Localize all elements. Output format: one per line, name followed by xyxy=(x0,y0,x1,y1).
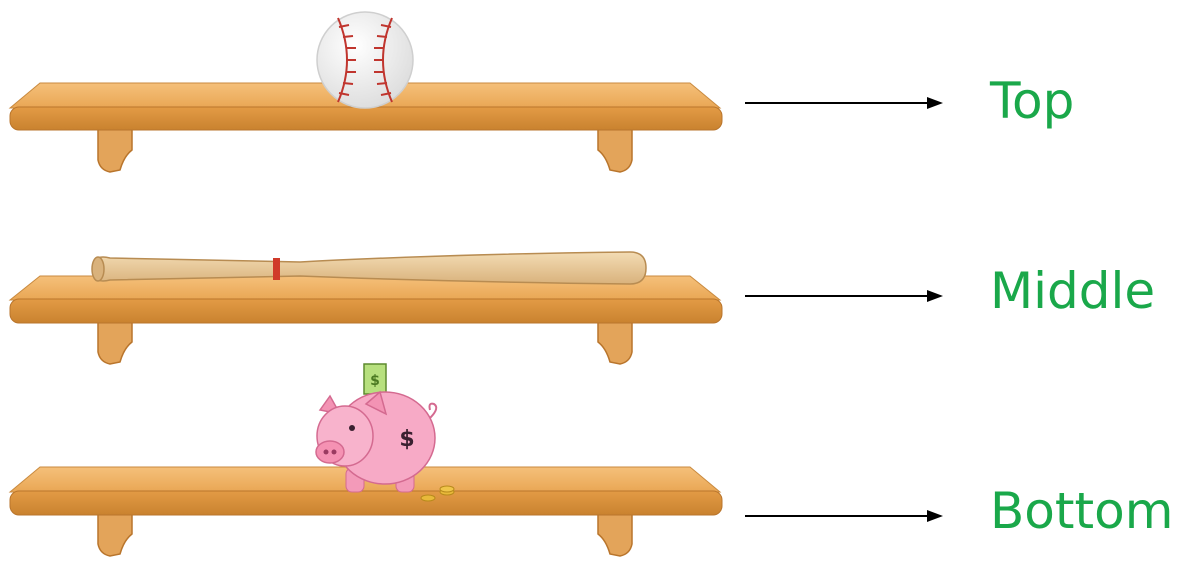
label-top: Top xyxy=(989,72,1074,130)
shelf-bracket-right xyxy=(598,128,632,172)
shelf-bracket-right xyxy=(598,512,632,556)
shelf-bracket-left xyxy=(98,128,132,172)
shelf-board-front xyxy=(10,299,722,323)
shelf-bracket-right xyxy=(598,320,632,364)
svg-text:$: $ xyxy=(370,373,380,389)
shelf-middle xyxy=(10,276,722,364)
shelf-board-front xyxy=(10,107,722,130)
svg-text:$: $ xyxy=(399,427,414,452)
arrow-bottom xyxy=(745,510,943,522)
arrow-middle xyxy=(745,290,943,302)
shelf-bracket-left xyxy=(98,512,132,556)
arrow-top xyxy=(745,97,943,109)
shelf-board-front xyxy=(10,491,722,515)
label-bottom: Bottom xyxy=(990,482,1173,540)
shelf-bracket-left xyxy=(98,320,132,364)
baseball-bat-icon xyxy=(92,252,646,284)
label-middle: Middle xyxy=(990,262,1155,320)
baseball-icon xyxy=(317,12,413,108)
